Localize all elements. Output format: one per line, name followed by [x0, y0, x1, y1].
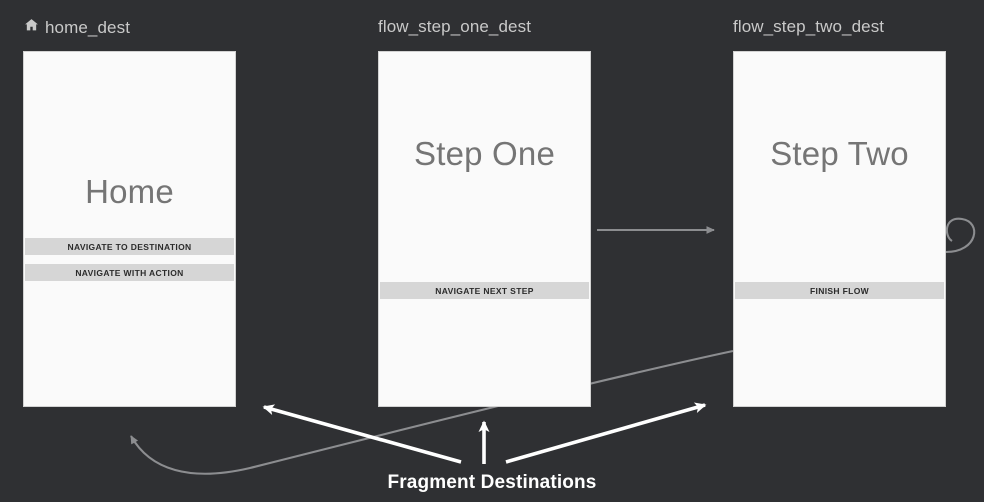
destination-flow_step_two_dest[interactable]: flow_step_two_dest Step Two FINISH FLOW — [733, 17, 946, 407]
destination-flow_step_one_dest[interactable]: flow_step_one_dest Step One NAVIGATE NEX… — [378, 17, 591, 407]
finish-flow-button[interactable]: FINISH FLOW — [735, 282, 944, 299]
button-stack-flow_step_one_dest: NAVIGATE NEXT STEP — [379, 282, 590, 299]
destination-home_dest[interactable]: home_dest Home NAVIGATE TO DESTINATION N… — [23, 18, 236, 407]
navigate-next-step-button[interactable]: NAVIGATE NEXT STEP — [380, 282, 589, 299]
annotation-arrow-right — [505, 402, 707, 464]
button-stack-home_dest: NAVIGATE TO DESTINATION NAVIGATE WITH AC… — [24, 238, 235, 281]
screen-title-home: Home — [85, 173, 174, 210]
destination-label-text: flow_step_two_dest — [733, 17, 885, 36]
destination-label-text: flow_step_one_dest — [378, 17, 532, 36]
destination-label-flow_step_one_dest: flow_step_one_dest — [378, 17, 531, 37]
phone-preview-flow_step_one_dest[interactable]: Step One NAVIGATE NEXT STEP — [378, 51, 591, 407]
button-stack-flow_step_two_dest: FINISH FLOW — [734, 282, 945, 299]
destination-label-flow_step_two_dest: flow_step_two_dest — [733, 17, 884, 37]
annotation-arrow-left — [262, 404, 462, 464]
annotation-callout-label: Fragment Destinations — [387, 472, 597, 493]
destination-label-text: home_dest — [45, 17, 131, 37]
screen-title-step-one: Step One — [413, 135, 556, 172]
home-icon — [23, 17, 40, 38]
navigate-with-action-button[interactable]: NAVIGATE WITH ACTION — [25, 264, 234, 281]
navigate-to-destination-button[interactable]: NAVIGATE TO DESTINATION — [25, 238, 234, 255]
screen-title-step-two: Step Two — [770, 135, 909, 172]
destination-label-home_dest: home_dest — [23, 17, 130, 38]
phone-preview-flow_step_two_dest[interactable]: Step Two FINISH FLOW — [733, 51, 946, 407]
phone-preview-home_dest[interactable]: Home NAVIGATE TO DESTINATION NAVIGATE WI… — [23, 51, 236, 407]
